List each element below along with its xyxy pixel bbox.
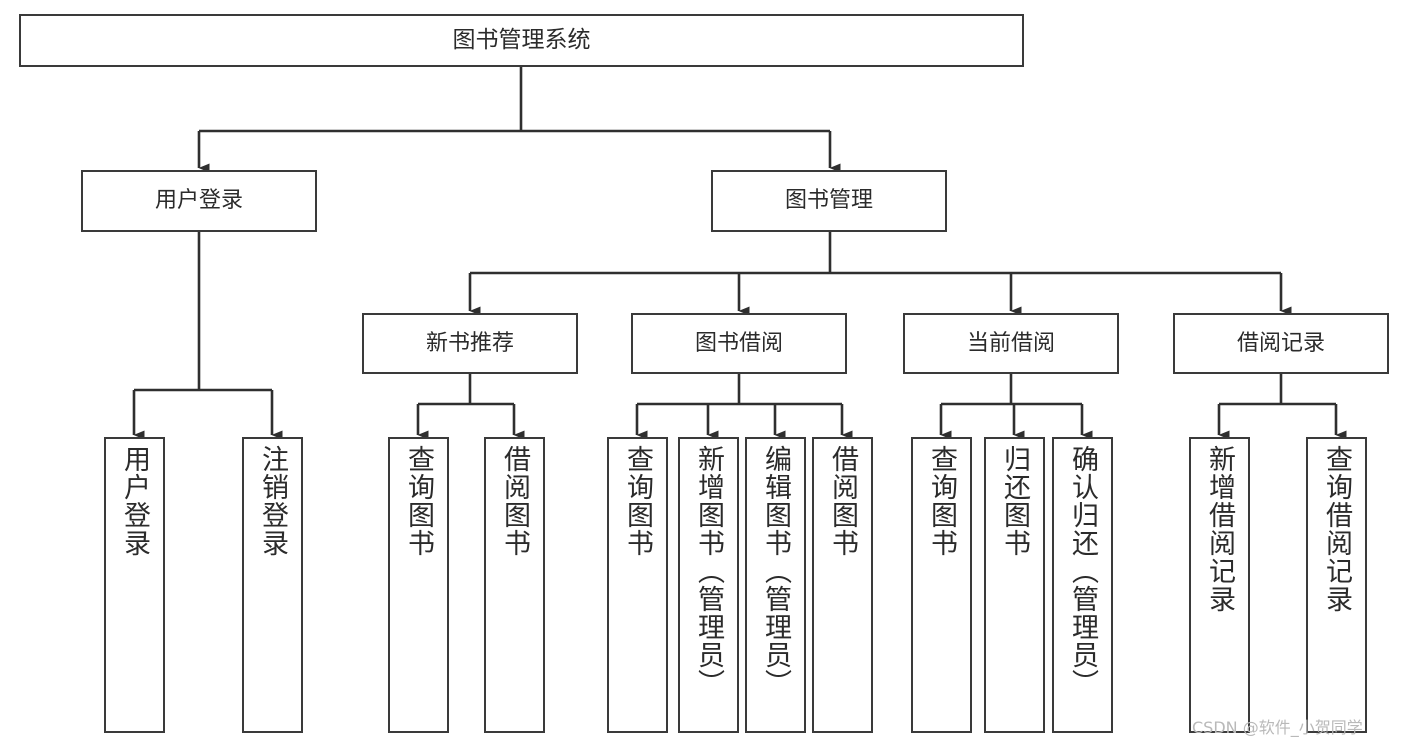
node-leaf-query-book-3[interactable]: 查询图书	[911, 437, 972, 733]
node-book-borrow-label: 图书借阅	[694, 330, 783, 356]
node-leaf-query-book-3-label: 查询图书	[926, 445, 957, 557]
node-leaf-borrow-book-1[interactable]: 借阅图书	[484, 437, 545, 733]
node-leaf-query-book-1[interactable]: 查询图书	[388, 437, 449, 733]
node-leaf-add-book[interactable]: 新增图书（管理员）	[678, 437, 739, 733]
node-root[interactable]: 图书管理系统	[19, 14, 1024, 67]
node-leaf-query-record-label: 查询借阅记录	[1321, 445, 1352, 613]
node-leaf-borrow-book-1-label: 借阅图书	[499, 445, 530, 557]
node-leaf-confirm-return-label: 确认归还（管理员）	[1067, 445, 1098, 697]
node-leaf-logout-label: 注销登录	[257, 445, 288, 557]
node-leaf-add-book-label: 新增图书（管理员）	[693, 445, 724, 697]
node-leaf-add-record-label: 新增借阅记录	[1204, 445, 1235, 613]
node-borrow-record[interactable]: 借阅记录	[1173, 313, 1389, 374]
node-current-borrow-label: 当前借阅	[966, 330, 1055, 356]
node-user-login[interactable]: 用户登录	[81, 170, 317, 232]
node-leaf-borrow-book-2[interactable]: 借阅图书	[812, 437, 873, 733]
node-leaf-logout[interactable]: 注销登录	[242, 437, 303, 733]
node-leaf-return-book[interactable]: 归还图书	[984, 437, 1045, 733]
node-leaf-query-book-2-label: 查询图书	[622, 445, 653, 557]
node-leaf-edit-book[interactable]: 编辑图书（管理员）	[745, 437, 806, 733]
node-leaf-return-book-label: 归还图书	[999, 445, 1030, 557]
node-borrow-record-label: 借阅记录	[1236, 330, 1325, 356]
node-new-book-rec[interactable]: 新书推荐	[362, 313, 578, 374]
node-leaf-query-book-1-label: 查询图书	[403, 445, 434, 557]
node-current-borrow[interactable]: 当前借阅	[903, 313, 1119, 374]
node-user-login-label: 用户登录	[154, 188, 243, 214]
node-leaf-confirm-return[interactable]: 确认归还（管理员）	[1052, 437, 1113, 733]
node-leaf-edit-book-label: 编辑图书（管理员）	[760, 445, 791, 697]
node-book-manage-label: 图书管理	[784, 188, 873, 214]
csdn-watermark: CSDN @软件_小贺同学	[1192, 718, 1363, 737]
node-leaf-add-record[interactable]: 新增借阅记录	[1189, 437, 1250, 733]
node-leaf-query-record[interactable]: 查询借阅记录	[1306, 437, 1367, 733]
node-new-book-rec-label: 新书推荐	[425, 330, 514, 356]
node-leaf-user-login[interactable]: 用户登录	[104, 437, 165, 733]
node-leaf-borrow-book-2-label: 借阅图书	[827, 445, 858, 557]
node-leaf-query-book-2[interactable]: 查询图书	[607, 437, 668, 733]
node-root-label: 图书管理系统	[452, 27, 591, 54]
node-book-borrow[interactable]: 图书借阅	[631, 313, 847, 374]
node-book-manage[interactable]: 图书管理	[711, 170, 947, 232]
node-leaf-user-login-label: 用户登录	[119, 445, 150, 557]
